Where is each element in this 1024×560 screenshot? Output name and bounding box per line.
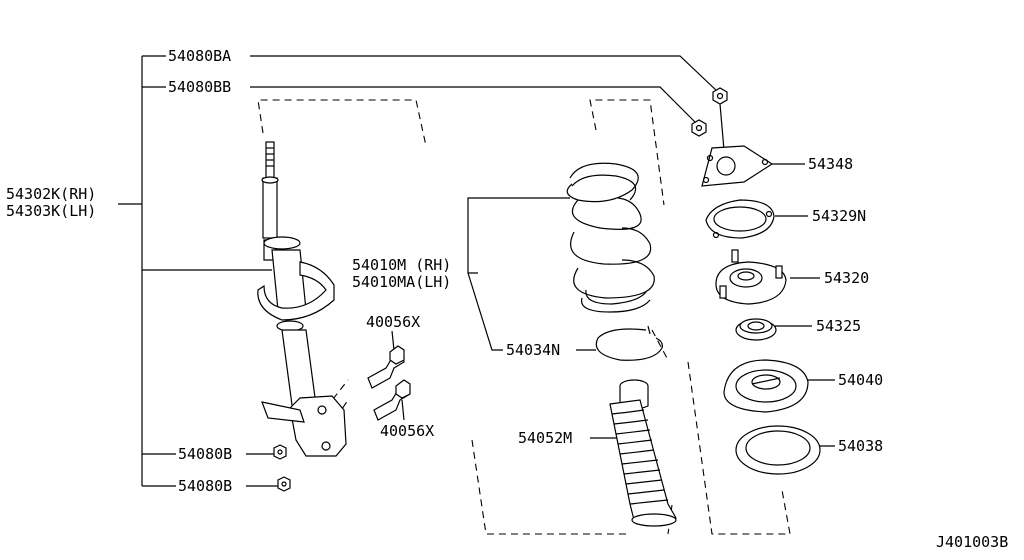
bump-boot-54052M-icon <box>609 379 677 527</box>
label-54303K: 54303K(LH) <box>6 202 96 220</box>
label-54010MA: 54010MA(LH) <box>352 273 451 291</box>
diagram-code: J401003B <box>936 533 1008 551</box>
nut-54080BB-icon <box>691 119 707 137</box>
label-54325: 54325 <box>816 317 861 335</box>
coil-spring-icon <box>566 162 655 313</box>
label-54329N: 54329N <box>812 207 866 225</box>
mount-plate-54348-icon <box>701 145 774 187</box>
label-54034N: 54034N <box>506 341 560 359</box>
label-54040: 54040 <box>838 371 883 389</box>
label-54038: 54038 <box>838 437 883 455</box>
label-54010M: 54010M (RH) <box>352 256 451 274</box>
label-54080B-upper: 54080B <box>178 445 232 463</box>
label-54080BA: 54080BA <box>168 47 231 65</box>
label-54080B-lower: 54080B <box>178 477 232 495</box>
nut-54080BA-icon <box>712 87 728 105</box>
label-54080BB: 54080BB <box>168 78 231 96</box>
bolt-40056X-upper-icon <box>367 345 405 389</box>
label-40056X-upper: 40056X <box>366 313 420 331</box>
nut-54080B-upper-icon <box>273 444 287 460</box>
insulator-54329N-icon <box>705 199 775 239</box>
nut-54080B-lower-icon <box>277 476 291 492</box>
strut-assembly-icon <box>257 141 347 457</box>
part-labels: 54080BA 54080BB 54302K(RH) 54303K(LH) 54… <box>6 47 1008 551</box>
strut-mount-54320-icon <box>715 249 787 305</box>
rubber-seat-54038-icon <box>735 425 821 475</box>
label-54348: 54348 <box>808 155 853 173</box>
bearing-54325-icon <box>735 318 777 341</box>
bolt-40056X-lower-icon <box>373 379 411 421</box>
label-54302K: 54302K(RH) <box>6 185 96 203</box>
spring-seat-54034N-icon <box>595 325 663 361</box>
leader-lines <box>118 55 835 487</box>
label-40056X-lower: 40056X <box>380 422 434 440</box>
label-54052M: 54052M <box>518 429 572 447</box>
spring-seat-54040-icon <box>723 359 809 413</box>
label-54320: 54320 <box>824 269 869 287</box>
